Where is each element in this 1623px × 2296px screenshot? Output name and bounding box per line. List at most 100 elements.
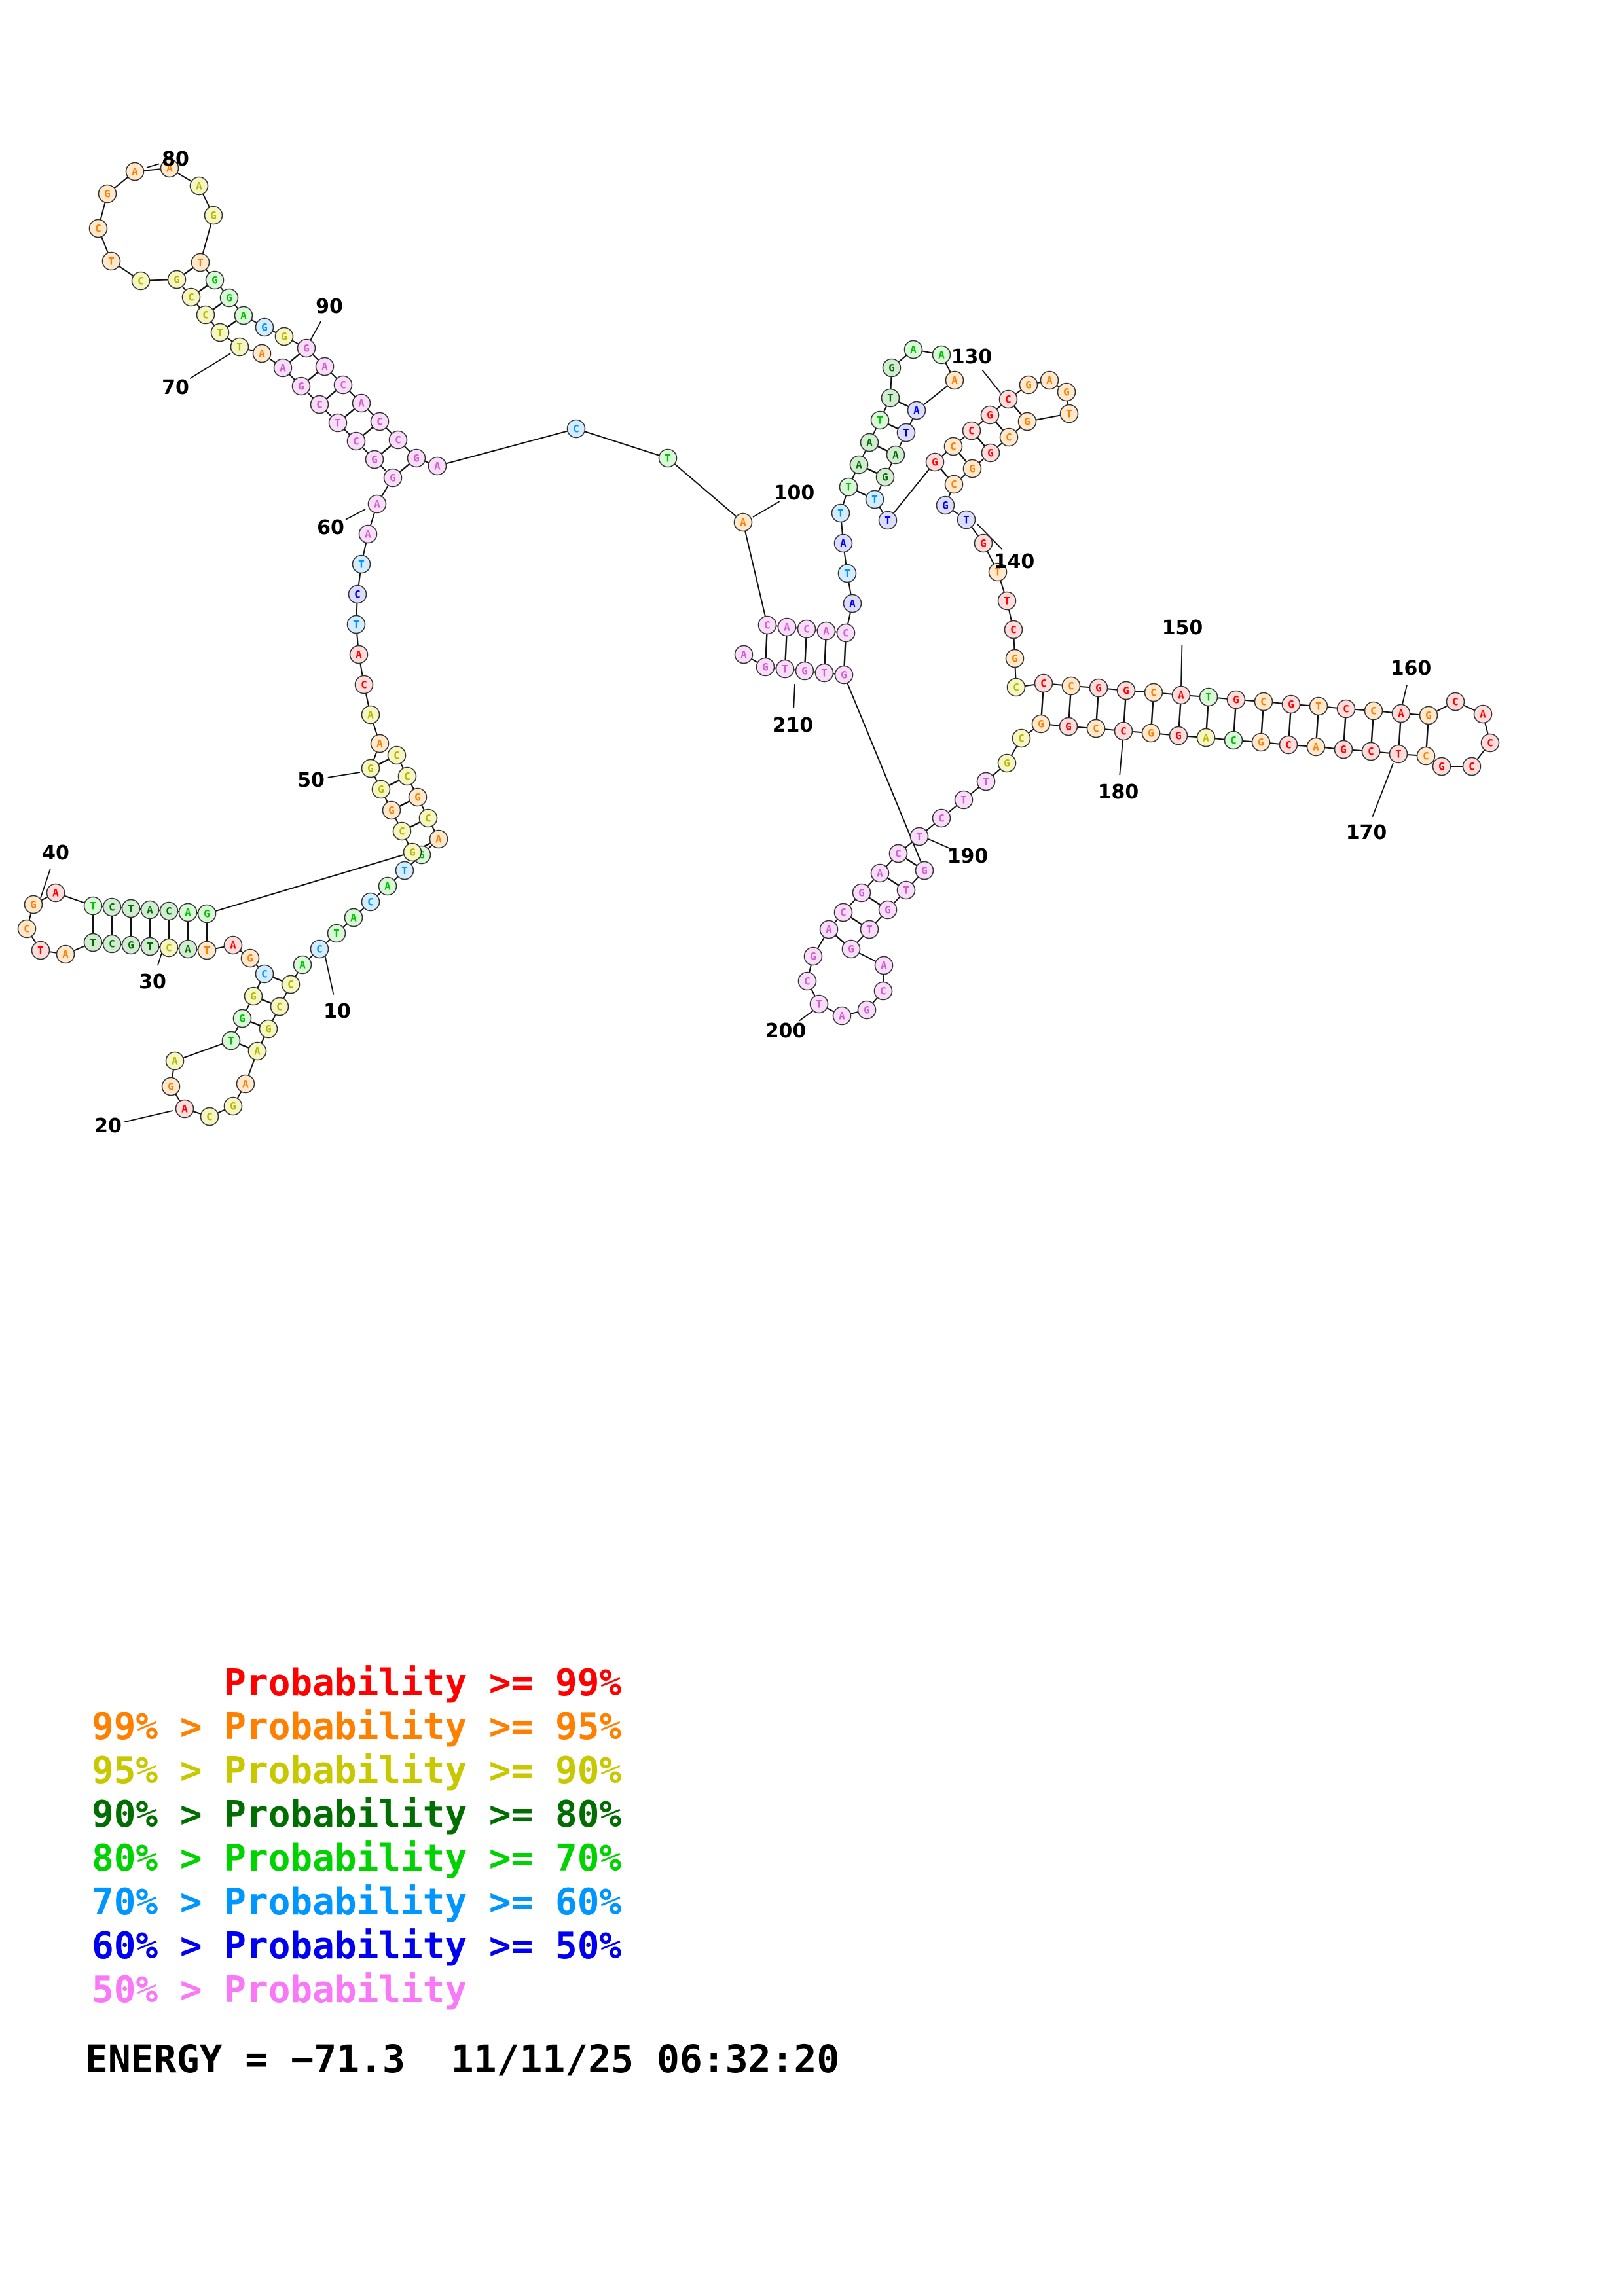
nucleotide-letter: G (864, 1004, 870, 1016)
nucleotide-circle (1416, 746, 1436, 766)
nucleotide-letter: A (166, 162, 173, 175)
nucleotide-letter: G (1038, 718, 1044, 730)
nucleotide-circle (221, 1031, 241, 1050)
nucleotide-letter: A (856, 459, 862, 471)
nucleotide-circle (349, 645, 369, 664)
nucleotide-letter: T (401, 865, 408, 877)
nucleotide-circle (395, 861, 414, 880)
nucleotide-circle (976, 772, 996, 791)
nucleotide-letter: A (374, 498, 380, 511)
nucleotide-letter: C (425, 812, 431, 825)
nucleotide-circle (1309, 696, 1328, 716)
nucleotide-letter: A (358, 397, 365, 410)
nucleotide-circle (387, 745, 407, 765)
nucleotide-circle (896, 423, 916, 442)
nucleotide-circle (1169, 726, 1188, 745)
nucleotide-circle (878, 511, 898, 530)
nucleotide-letter: A (740, 649, 747, 661)
nucleotide-circle (843, 594, 862, 613)
nucleotide-letter: T (1395, 748, 1402, 761)
nucleotide-letter: T (90, 900, 96, 912)
nucleotide-letter: G (204, 908, 210, 920)
nucleotide-circle (102, 934, 122, 954)
nucleotide-letter: G (230, 1100, 236, 1113)
nucleotide-circle (1171, 685, 1191, 705)
nucleotide-letter: C (1150, 687, 1157, 699)
nucleotide-circle (1059, 404, 1079, 423)
legend-row: 80% > Probability >= 70% (92, 1837, 622, 1880)
nucleotide-letter: G (247, 952, 253, 965)
nucleotide-circle (954, 790, 974, 810)
nucleotide-circle (777, 617, 797, 637)
nucleotide-circle (816, 621, 836, 641)
nucleotide-circle (803, 946, 823, 966)
nucleotide-circle (140, 900, 160, 920)
nucleotide-circle (1012, 728, 1031, 748)
nucleotide-letter: T (903, 427, 909, 439)
nucleotide-circle (981, 443, 1000, 463)
nucleotide-circle (121, 935, 141, 955)
nucleotide-letter: C (1370, 705, 1377, 717)
nucleotide-circle (200, 1107, 219, 1126)
nucleotide-circle (997, 753, 1017, 773)
nucleotide-circle (31, 941, 50, 960)
nucleotide-letter: G (884, 904, 891, 916)
position-label: 170 (1346, 821, 1387, 844)
nucleotide-circle (1059, 717, 1078, 736)
nucleotide-circle (733, 512, 753, 532)
position-label: 90 (316, 295, 343, 318)
nucleotide-circle (140, 937, 160, 956)
nucleotide-circle (291, 376, 311, 396)
nucleotide-letter: G (298, 380, 304, 393)
nucleotide-circle (882, 358, 902, 378)
nucleotide-letter: C (843, 627, 849, 639)
nucleotide-circle (878, 900, 898, 920)
nucleotide-circle (397, 766, 417, 786)
nucleotide-circle (230, 337, 249, 357)
nucleotide-letter: C (316, 399, 323, 411)
nucleotide-letter: A (1178, 689, 1184, 702)
nucleotide-letter: G (414, 791, 421, 804)
nucleotide-circle (1114, 721, 1133, 741)
nucleotide-circle (857, 1000, 877, 1020)
nucleotide-letter: T (147, 941, 153, 953)
nucleotide-letter: G (932, 456, 938, 469)
position-label: 50 (297, 769, 325, 792)
nucleotide-letter: C (95, 223, 101, 235)
position-label: 210 (773, 714, 814, 737)
nucleotide-circle (1480, 733, 1500, 753)
position-label: 30 (139, 971, 166, 994)
nucleotide-letter: C (1120, 725, 1127, 738)
nucleotide-circle (159, 938, 179, 958)
nucleotide-circle (999, 427, 1019, 447)
nucleotide-letter: G (1024, 416, 1030, 428)
nucleotide-circle (407, 448, 426, 468)
nucleotide-letter: G (942, 499, 949, 512)
nucleotide-letter: C (1343, 703, 1349, 715)
nucleotide-letter: C (1260, 696, 1267, 708)
nucleotide-letter: A (1480, 708, 1486, 721)
nucleotide-letter: C (880, 985, 886, 997)
nucleotide-letter: T (217, 327, 223, 339)
nucleotide-letter: C (950, 440, 957, 453)
nucleotide-letter: A (254, 1045, 261, 1058)
nucleotide-letter: T (837, 507, 844, 520)
nucleotide-circle (1086, 719, 1106, 738)
nucleotide-circle (797, 971, 817, 991)
label-leader-line (981, 369, 1001, 393)
structure-plot: CCGCAGTACATCACCGAAGCAGATGGCGATACTGCTATCG… (17, 148, 1500, 1138)
nucleotide-letter: C (399, 825, 405, 838)
nucleotide-letter: C (803, 623, 810, 636)
nucleotide-letter: T (994, 566, 1001, 579)
label-leader-line (345, 509, 366, 520)
nucleotide-letter: G (104, 188, 111, 200)
nucleotide-letter: A (866, 437, 873, 449)
nucleotide-letter: G (388, 804, 395, 817)
nucleotide-circle (873, 981, 893, 1001)
nucleotide-letter: T (884, 514, 891, 527)
nucleotide-circle (255, 317, 274, 337)
position-label: 190 (947, 845, 989, 868)
nucleotide-circle (175, 1099, 194, 1119)
nucleotide-letter: C (109, 938, 115, 950)
nucleotide-circle (327, 924, 346, 943)
